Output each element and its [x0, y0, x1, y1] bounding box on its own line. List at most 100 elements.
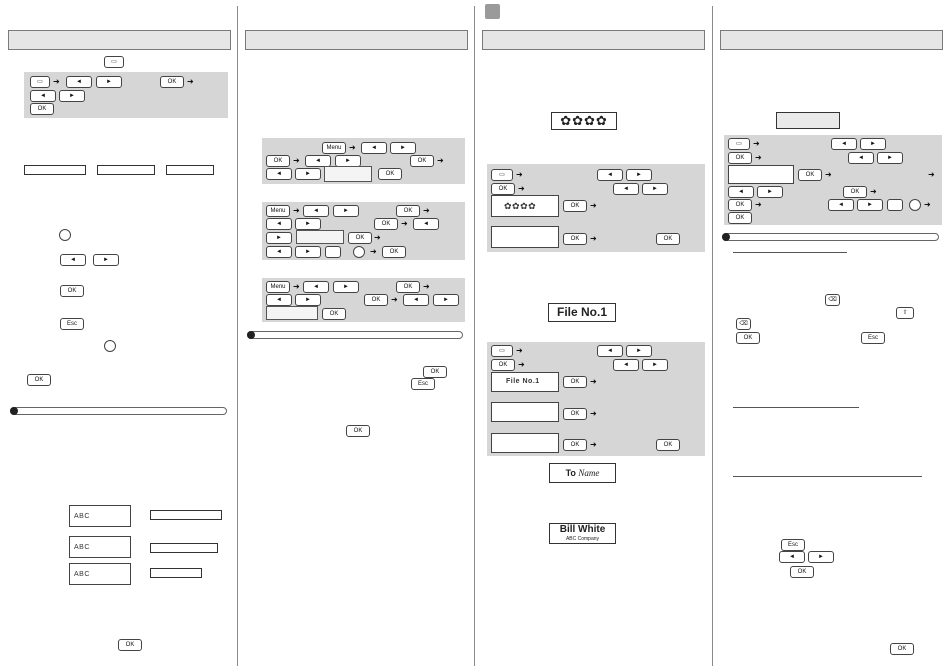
ok-key[interactable]: OK [346, 425, 370, 437]
ok-key[interactable]: OK [378, 168, 402, 180]
right-key[interactable]: ► [642, 359, 668, 371]
shift-key[interactable]: ⇧ [896, 307, 914, 319]
left-key[interactable]: ◄ [597, 345, 623, 357]
left-key[interactable]: ◄ [266, 218, 292, 230]
ok-key[interactable]: OK [423, 366, 447, 378]
right-key[interactable]: ► [59, 90, 85, 102]
ok-key[interactable]: OK [790, 566, 814, 578]
ok-key[interactable]: OK [27, 374, 51, 386]
left-key[interactable]: ◄ [613, 183, 639, 195]
ok-key[interactable]: OK [563, 439, 587, 451]
ok-key[interactable]: OK [656, 439, 680, 451]
left-key[interactable]: ◄ [305, 155, 331, 167]
right-key[interactable]: ► [333, 205, 359, 217]
left-key[interactable]: ◄ [303, 205, 329, 217]
ok-key[interactable]: OK [60, 285, 84, 297]
ok-key[interactable]: OK [396, 205, 420, 217]
step-arrow: ➜ [590, 440, 597, 449]
right-key[interactable]: ► [626, 345, 652, 357]
ok-key[interactable]: OK [728, 212, 752, 224]
esc-key[interactable]: Esc [60, 318, 84, 330]
right-key[interactable]: ► [808, 551, 834, 563]
ok-key[interactable]: OK [410, 155, 434, 167]
left-key[interactable]: ◄ [831, 138, 857, 150]
left-key[interactable]: ◄ [403, 294, 429, 306]
backspace-key[interactable]: ⌫ [736, 318, 751, 330]
right-key[interactable]: ► [266, 232, 292, 244]
left-key[interactable]: ◄ [613, 359, 639, 371]
menu-key[interactable]: Menu [266, 281, 290, 293]
ok-key[interactable]: OK [30, 103, 54, 115]
right-key[interactable]: ► [390, 142, 416, 154]
ok-key[interactable]: OK [563, 408, 587, 420]
right-key[interactable]: ► [642, 183, 668, 195]
key[interactable] [887, 199, 903, 211]
ok-key[interactable]: OK [118, 639, 142, 651]
left-key[interactable]: ◄ [828, 199, 854, 211]
lcd-small [296, 230, 344, 244]
right-key[interactable]: ► [860, 138, 886, 150]
step-arrow: ➜ [590, 201, 597, 210]
ok-key[interactable]: OK [322, 308, 346, 320]
left-key[interactable]: ◄ [848, 152, 874, 164]
label-key[interactable]: ▭ [491, 169, 513, 181]
ok-key[interactable]: OK [374, 218, 398, 230]
left-key[interactable]: ◄ [361, 142, 387, 154]
label-key[interactable]: ▭ [104, 56, 124, 68]
right-key[interactable]: ► [96, 76, 122, 88]
ok-key[interactable]: OK [491, 183, 515, 195]
right-key[interactable]: ► [877, 152, 903, 164]
ok-key[interactable]: OK [798, 169, 822, 181]
ok-key[interactable]: OK [728, 152, 752, 164]
ok-key[interactable]: OK [890, 643, 914, 655]
right-key[interactable]: ► [433, 294, 459, 306]
key[interactable] [325, 246, 341, 258]
left-key[interactable]: ◄ [413, 218, 439, 230]
right-key[interactable]: ► [295, 218, 321, 230]
ok-key[interactable]: OK [563, 233, 587, 245]
label-key[interactable]: ▭ [491, 345, 513, 357]
ok-key[interactable]: OK [491, 359, 515, 371]
ok-key[interactable]: OK [563, 376, 587, 388]
right-key[interactable]: ► [626, 169, 652, 181]
left-key[interactable]: ◄ [60, 254, 86, 266]
subheading-underline [733, 252, 847, 253]
label-key[interactable]: ▭ [728, 138, 750, 150]
right-key[interactable]: ► [295, 246, 321, 258]
ok-key[interactable]: OK [728, 199, 752, 211]
left-key[interactable]: ◄ [779, 551, 805, 563]
ok-key[interactable]: OK [364, 294, 388, 306]
right-key[interactable]: ► [295, 168, 321, 180]
ok-key[interactable]: OK [563, 200, 587, 212]
left-key[interactable]: ◄ [266, 246, 292, 258]
left-key[interactable]: ◄ [597, 169, 623, 181]
page-marker [485, 4, 500, 19]
ok-key[interactable]: OK [160, 76, 184, 88]
left-key[interactable]: ◄ [728, 186, 754, 198]
backspace-key[interactable]: ⌫ [825, 294, 840, 306]
esc-key[interactable]: Esc [411, 378, 435, 390]
right-key[interactable]: ► [295, 294, 321, 306]
right-key[interactable]: ► [333, 281, 359, 293]
ok-key[interactable]: OK [266, 155, 290, 167]
ok-key[interactable]: OK [736, 332, 760, 344]
esc-key[interactable]: Esc [861, 332, 885, 344]
right-key[interactable]: ► [93, 254, 119, 266]
backspace-icon: ⌫ [828, 297, 837, 303]
esc-key[interactable]: Esc [781, 539, 805, 551]
menu-key[interactable]: Menu [322, 142, 346, 154]
ok-key[interactable]: OK [396, 281, 420, 293]
left-key[interactable]: ◄ [66, 76, 92, 88]
ok-key[interactable]: OK [382, 246, 406, 258]
right-key[interactable]: ► [757, 186, 783, 198]
left-key[interactable]: ◄ [303, 281, 329, 293]
right-key[interactable]: ► [857, 199, 883, 211]
left-key[interactable]: ◄ [266, 168, 292, 180]
label-key[interactable]: ▭ [30, 76, 50, 88]
ok-key[interactable]: OK [656, 233, 680, 245]
ok-key[interactable]: OK [843, 186, 867, 198]
ok-key[interactable]: OK [348, 232, 372, 244]
left-key[interactable]: ◄ [266, 294, 292, 306]
left-key[interactable]: ◄ [30, 90, 56, 102]
menu-key[interactable]: Menu [266, 205, 290, 217]
